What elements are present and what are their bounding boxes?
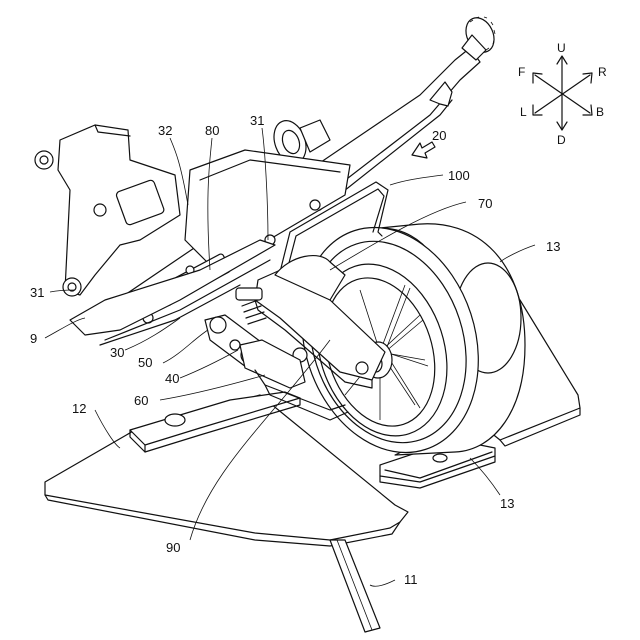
dir-rear-label: R: [598, 65, 607, 79]
view-arrow: [412, 142, 435, 158]
dir-down-label: D: [557, 133, 566, 147]
ref-20: 20: [432, 128, 446, 143]
ref-13-lower: 13: [500, 496, 514, 511]
ref-90: 90: [166, 540, 180, 555]
ref-11: 11: [404, 572, 418, 587]
ref-100: 100: [448, 168, 470, 183]
ref-70: 70: [478, 196, 492, 211]
ref-12: 12: [72, 401, 86, 416]
direction-indicator: U D F R L B: [518, 41, 607, 147]
ref-30: 30: [110, 345, 124, 360]
ref-32: 32: [158, 123, 172, 138]
ref-9: 9: [30, 331, 37, 346]
ref-50: 50: [138, 355, 152, 370]
dir-up-label: U: [557, 41, 566, 55]
ref-80: 80: [205, 123, 219, 138]
ref-13-upper: 13: [546, 239, 560, 254]
ref-31-top: 31: [250, 113, 264, 128]
spring: [236, 288, 266, 324]
dir-front-label: F: [518, 65, 525, 79]
ref-60: 60: [134, 393, 148, 408]
ref-40: 40: [165, 371, 179, 386]
dir-left-label: L: [520, 105, 527, 119]
dir-back-label: B: [596, 105, 604, 119]
ref-31-left: 31: [30, 285, 44, 300]
